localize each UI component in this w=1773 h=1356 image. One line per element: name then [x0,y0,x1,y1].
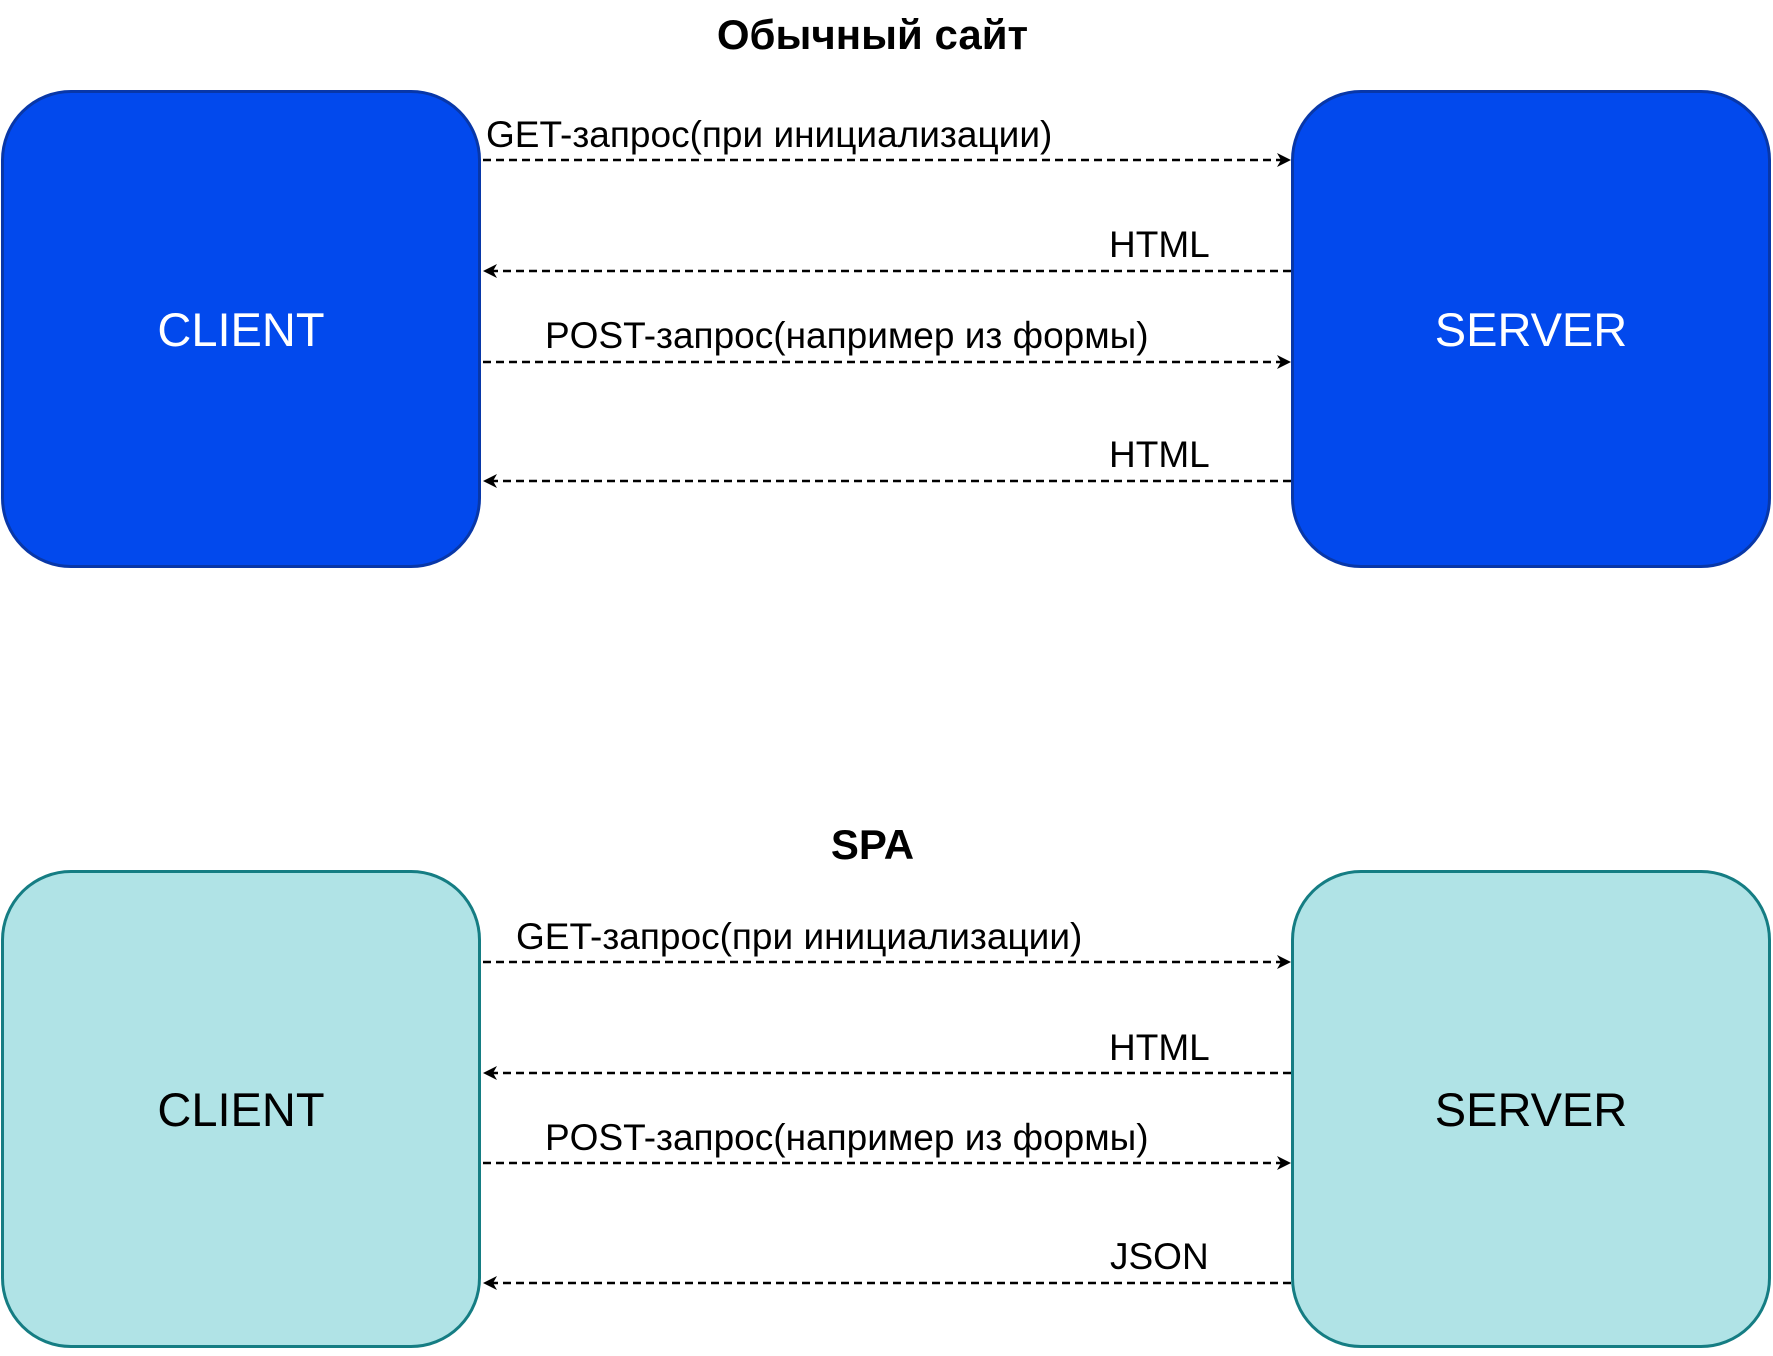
message-label-post-spa: POST-запрос(например из формы) [543,1117,1151,1158]
section-title-spa: SPA [830,821,915,868]
server-label: SERVER [1434,302,1628,356]
client-box-spa: CLIENT [1,870,481,1348]
server-box-spa: SERVER [1291,870,1771,1348]
server-box-regular: SERVER [1291,90,1771,568]
message-label-html-regular-1: HTML [1107,224,1212,265]
client-label: CLIENT [157,302,325,356]
message-label-json-spa: JSON [1108,1236,1211,1277]
section-title-regular-site: Обычный сайт [716,11,1029,58]
server-label: SERVER [1434,1082,1628,1136]
message-label-html-spa: HTML [1107,1027,1212,1068]
client-label: CLIENT [157,1082,325,1136]
client-box-regular: CLIENT [1,90,481,568]
message-label-html-regular-2: HTML [1107,434,1212,475]
message-label-get-regular: GET-запрос(при инициализации) [484,114,1055,155]
message-label-get-spa: GET-запрос(при инициализации) [514,916,1085,957]
message-label-post-regular: POST-запрос(например из формы) [543,315,1151,356]
